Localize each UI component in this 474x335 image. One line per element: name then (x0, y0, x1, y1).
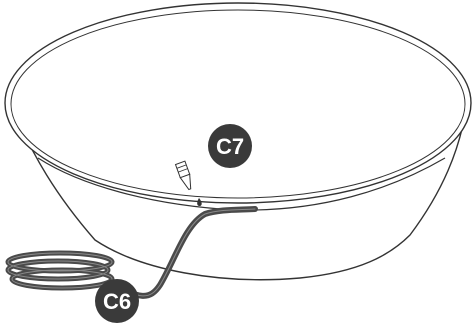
callout-c7: C7 (208, 124, 252, 168)
callout-c7-label: C7 (216, 134, 244, 159)
glue-drop-icon (197, 198, 202, 206)
glue-bottle-icon (174, 160, 192, 191)
cable-highlight (109, 208, 256, 297)
coiled-cable-icon (5, 250, 115, 291)
callout-c6: C6 (95, 279, 139, 323)
bowl-rim-inner (10, 9, 466, 199)
bowl-rim-outer (4, 2, 472, 204)
callout-c6-label: C6 (103, 289, 131, 314)
